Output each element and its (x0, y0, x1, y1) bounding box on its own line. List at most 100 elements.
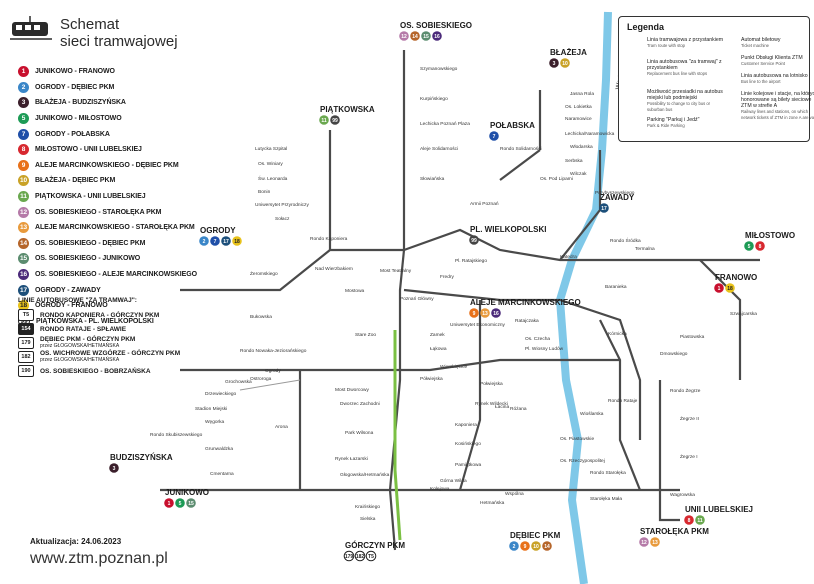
title-line1: Schemat (60, 16, 120, 33)
stop-label: Dmowskiego (660, 351, 688, 357)
bus-route-sub: przez GŁOGOWSKA/HETMAŃSKA (40, 357, 120, 363)
legend-item: Linie kolejowe i stacje, na których hono… (741, 91, 814, 121)
stop-label: Kurpińskiego (420, 96, 448, 102)
stop-label: Przybyszewskiego (595, 190, 635, 196)
stop-label: Sielska (360, 516, 376, 522)
bus-route-main: DĘBIEC PKM - GÓRCZYN PKM (40, 336, 136, 343)
station-route-badge (684, 515, 694, 525)
legend-label: Punkt Obsługi Klienta ZTM (741, 55, 803, 61)
stop-label: Rondo Rataje (608, 398, 638, 404)
stop-label: Starołęka Mała (590, 496, 622, 502)
station-name: UNII LUBELSKIEJ (685, 505, 753, 514)
stop-label: Pamiątkowa (455, 462, 481, 468)
tram-lines (160, 50, 760, 551)
station-route-number: 10 (562, 61, 568, 67)
stop-label: Pl. Wiosny Ludów (525, 346, 564, 352)
stop-label: Os. Lokietka (565, 104, 592, 110)
station-route-badge (221, 236, 231, 246)
route-name: JUNIKOWO - MIŁOSTOWO (35, 115, 122, 123)
station-route-number: 18 (727, 286, 733, 292)
station-route-badge (210, 236, 220, 246)
stop-label: Lutycka Szpital (255, 146, 287, 152)
website-link[interactable]: www.ztm.poznan.pl (30, 550, 168, 567)
route-name: OGRODY - FRANOWO (35, 302, 108, 310)
route-number-badge: 18 (18, 300, 29, 312)
stop-label: Wagrowska (670, 492, 695, 498)
station-route-badge (714, 283, 724, 293)
station-route-badge (509, 541, 519, 551)
stop-label: Park Wilsona (345, 430, 374, 436)
legend-item: Linia autobusowa "za tramwaj" z przystan… (647, 59, 727, 77)
bus-replacement-line (393, 330, 402, 541)
stop-label: Fredry (440, 274, 454, 280)
route-number-badge: 2 (18, 81, 29, 93)
stop-label: Żeromskiego (250, 270, 278, 277)
bus-route-name: OS. SOBIESKIEGO - BOBRZAŃSKA (40, 368, 151, 375)
legend-label: Linia tramwajowa z przystankiem (647, 37, 724, 43)
stop-label: Baranieka (605, 284, 627, 290)
route-name: OS. SOBIESKIEGO - ALEJE MARCINKOWSKIEGO (35, 271, 197, 279)
stop-label: Uniwersytet Ekonomiczny (450, 322, 506, 328)
legend-label: Możliwość przesiadki na autobus miejski … (647, 89, 723, 101)
legend-label: Parking "Parkuj i Jedź" (647, 117, 700, 123)
stop-label: Zamek (430, 332, 445, 338)
station-route-badge (186, 498, 196, 508)
stop-label: Wilczak (570, 171, 587, 177)
station-route-number: 1 (718, 286, 721, 292)
stop-label: Żegrze I (680, 453, 698, 460)
station-route-number: 13 (652, 540, 658, 546)
station-route-badge (319, 115, 329, 125)
station-route-number: 99 (332, 118, 338, 124)
route-name: OGRODY - DĘBIEC PKM (35, 83, 115, 91)
bus-number-badge: 182 (18, 351, 34, 363)
stop-label: Rynek Wildecki (475, 401, 508, 407)
station-route-number: 3 (113, 466, 116, 472)
route-number-badge: 14 (18, 237, 29, 249)
bus-route-name: RONDO RATAJE - SPŁAWIE (40, 326, 126, 333)
stop-label: Pl. Ratajskiego (455, 258, 487, 264)
station-route-number: 11 (321, 118, 327, 124)
route-name: PIĄTKOWSKA - UNII LUBELSKIEJ (35, 193, 146, 201)
station-route-number: 9 (473, 311, 476, 317)
station-route-number: 2 (203, 239, 206, 245)
station-route-number: 10 (533, 544, 539, 550)
stop-label: Ogrody (265, 368, 281, 374)
station-route-number: 15 (423, 34, 429, 40)
stop-label: Uniwersytet Przyrodniczy (255, 202, 309, 208)
station-route-badge (432, 31, 442, 41)
tram-route-item: 2 OGRODY - DĘBIEC PKM (18, 80, 238, 96)
route-name: ALEJE MARCINKOWSKIEGO - STAROŁĘKA PKM (35, 224, 195, 232)
update-date: Aktualizacja: 24.06.2023 (30, 537, 122, 546)
legend-sub: Ticket machine (741, 43, 770, 48)
stop-label: Dworzec Zachodni (340, 401, 380, 407)
station-route-number: 14 (412, 34, 418, 40)
station-name: STAROŁĘKA PKM (640, 527, 709, 536)
stop-label: Wioślarska (580, 411, 604, 417)
stop-label: Żegrze II (680, 415, 699, 422)
stop-label: Naramowice (565, 116, 592, 122)
stop-label: Bukowska (250, 314, 272, 320)
station-route-badge (175, 498, 185, 508)
station-name: OS. SOBIESKIEGO (400, 21, 472, 30)
stop-label: Most Teatralny (380, 268, 412, 274)
station-route-number: 12 (401, 34, 407, 40)
station-route-badge (469, 235, 479, 245)
station-route-badge (410, 31, 420, 41)
stop-label: Armii Poznań (470, 201, 499, 207)
route-number-badge: 5 (18, 113, 29, 125)
station-route-number: 8 (759, 244, 762, 250)
stop-label: Łacina (495, 404, 509, 410)
route-name: OGRODY - POŁABSKA (35, 130, 110, 138)
